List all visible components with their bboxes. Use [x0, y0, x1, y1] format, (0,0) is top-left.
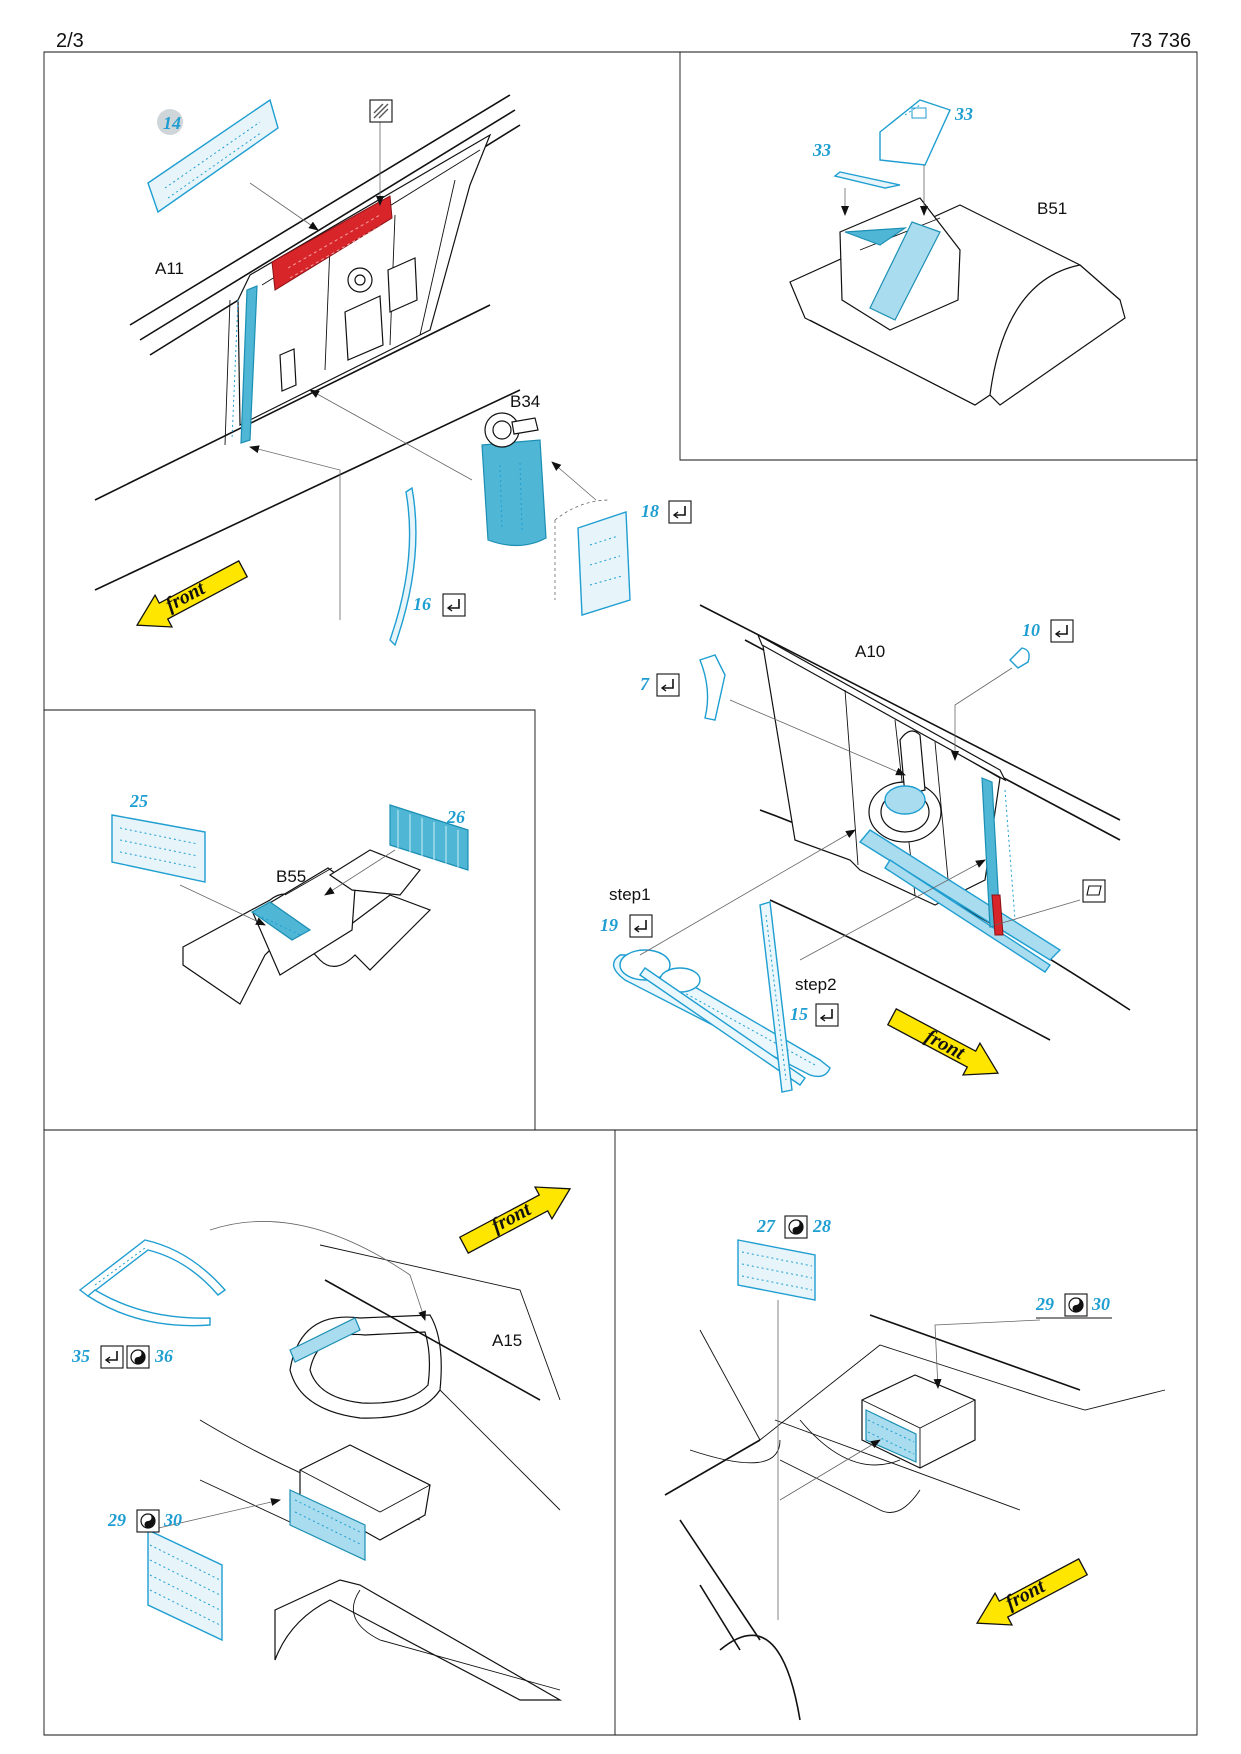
part-number-19: 19 — [600, 915, 618, 935]
etched-part-10 — [1009, 647, 1030, 669]
flip-icon — [1064, 1293, 1088, 1317]
part-number-14: 14 — [163, 113, 181, 133]
part-number-33a: 33 — [812, 140, 831, 160]
part-number-28: 28 — [812, 1216, 831, 1236]
painted-part-icon — [369, 99, 393, 123]
part-number-26: 26 — [446, 807, 465, 827]
flip-icon — [784, 1215, 808, 1239]
label-a10: A10 — [855, 642, 885, 661]
product-code: 73 736 — [1130, 30, 1192, 52]
panel-frames — [43, 51, 1198, 1736]
part-number-7: 7 — [640, 674, 650, 694]
page-number: 2/3 — [56, 30, 84, 52]
mesh-grille — [250, 901, 312, 941]
front-arrow — [135, 560, 249, 628]
grille-panel — [289, 1489, 366, 1561]
etched-part-33a — [833, 171, 901, 189]
etched-mesh-25 — [111, 814, 206, 883]
seat-back-pad — [869, 221, 941, 321]
part-number-15: 15 — [790, 1004, 808, 1024]
part-number-35: 35 — [71, 1346, 90, 1366]
panel-1-wall-a11: front A11 B34 14 16 18 — [94, 94, 692, 647]
part-shape-icon — [1082, 879, 1106, 903]
etched-grille-27 — [737, 1239, 816, 1301]
label-step1: step1 — [609, 885, 651, 904]
box-grille — [865, 1409, 917, 1463]
etched-frame-35 — [78, 1239, 227, 1297]
seat-cushion-pad — [844, 227, 908, 246]
part-number-27: 27 — [756, 1216, 776, 1236]
part-number-29: 29 — [1035, 1294, 1054, 1314]
bend-icon — [1050, 619, 1074, 643]
label-b34: B34 — [510, 392, 540, 411]
label-step2: step2 — [795, 975, 837, 994]
rim-strip — [289, 1317, 361, 1363]
label-a11: A11 — [155, 259, 184, 278]
part-number-10: 10 — [1022, 620, 1040, 640]
part-number-18: 18 — [641, 501, 659, 521]
red-band — [991, 894, 1004, 936]
panel-6-floor: front 27 28 29 30 — [664, 1215, 1166, 1721]
front-arrow — [886, 1008, 1000, 1076]
bend-icon — [656, 673, 680, 697]
front-arrow — [458, 1186, 572, 1254]
cylinder-b34 — [481, 412, 547, 547]
panel-3-b55: B55 25 26 — [111, 791, 469, 1005]
etched-panel-18 — [577, 511, 631, 616]
flip-icon — [126, 1345, 150, 1369]
label-b55: B55 — [276, 867, 306, 886]
bend-icon — [668, 500, 692, 524]
step2-strip-15 — [759, 901, 793, 1093]
bend-icon — [629, 914, 653, 938]
panel-4-wall-a10: front A10 10 7 step1 19 step2 15 — [600, 604, 1131, 1093]
part-number-badge — [157, 109, 183, 135]
part-number-29: 29 — [107, 1510, 126, 1530]
part-number-30: 30 — [1091, 1294, 1110, 1314]
front-arrow — [975, 1558, 1089, 1626]
part-number-33b: 33 — [954, 104, 973, 124]
part-number-30: 30 — [163, 1510, 182, 1530]
etched-plate-14 — [147, 98, 279, 214]
bend-icon — [442, 593, 466, 617]
flip-icon — [136, 1509, 160, 1533]
etched-part-7 — [699, 654, 726, 721]
panel-2-seat-b51: B51 33 33 — [789, 99, 1126, 406]
part-number-36: 36 — [154, 1346, 173, 1366]
riveted-strip — [240, 285, 258, 444]
etched-strip-16 — [389, 486, 417, 647]
part-number-25: 25 — [129, 791, 148, 811]
part-number-16: 16 — [413, 594, 431, 614]
bend-icon — [100, 1345, 124, 1369]
panel-5-a15: front A15 35 36 29 30 — [71, 1186, 572, 1701]
label-b51: B51 — [1037, 199, 1067, 218]
etched-grille-29 — [147, 1528, 223, 1642]
etched-part-33b — [879, 99, 951, 166]
label-a15: A15 — [492, 1331, 522, 1350]
bend-icon — [815, 1003, 839, 1027]
